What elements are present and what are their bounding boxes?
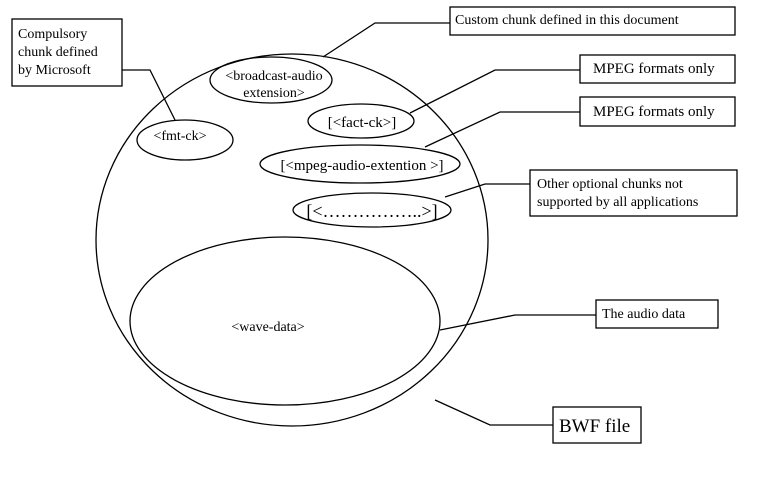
broadcast-label-2: extension> [243, 86, 305, 101]
callout-compulsory-2: chunk defined [18, 45, 98, 60]
mpeg-ellipse [259, 144, 461, 184]
callout-bwf-box [552, 406, 642, 444]
leader-bwf [434, 399, 553, 426]
wave-data-ellipse [129, 236, 441, 406]
callout-mpeg1: MPEG formats only [593, 61, 715, 77]
callout-custom-box [449, 6, 736, 36]
callout-audio-box [595, 299, 719, 329]
leader-custom [322, 22, 450, 58]
fmt-ck-label: <fmt-ck> [153, 129, 206, 144]
callout-other-1: Other optional chunks not [537, 177, 683, 192]
callout-compulsory-3: by Microsoft [18, 63, 91, 78]
callout-mpeg1-box [579, 54, 736, 84]
other-label: [<……………..>] [306, 201, 437, 221]
leader-compulsory [122, 69, 176, 121]
callout-custom: Custom chunk defined in this document [455, 13, 679, 28]
fmt-ck-ellipse [136, 119, 234, 161]
fact-ck-label: [<fact-ck>] [328, 115, 397, 131]
callout-other-2: supported by all applications [537, 195, 698, 210]
callout-mpeg2: MPEG formats only [593, 104, 715, 120]
mpeg-label: [<mpeg-audio-extention >] [280, 158, 443, 174]
broadcast-label-1: <broadcast-audio [225, 69, 322, 84]
callout-mpeg2-box [579, 96, 736, 127]
callout-other-box [529, 169, 738, 217]
leader-audio [439, 314, 596, 331]
callout-audio: The audio data [602, 307, 686, 322]
fact-ck-ellipse [307, 103, 415, 139]
leader-mpeg1 [409, 69, 580, 114]
leader-mpeg2 [424, 111, 580, 148]
other-chunks-ellipse [292, 192, 452, 228]
broadcast-audio-ellipse [209, 56, 333, 104]
bwf-file-ellipse [95, 53, 489, 427]
callout-compulsory-1: Compulsory [18, 27, 87, 42]
wave-data-label: <wave-data> [231, 320, 304, 335]
callout-bwf: BWF file [559, 416, 630, 437]
leader-other [444, 183, 530, 198]
callout-compulsory-box [11, 18, 123, 87]
